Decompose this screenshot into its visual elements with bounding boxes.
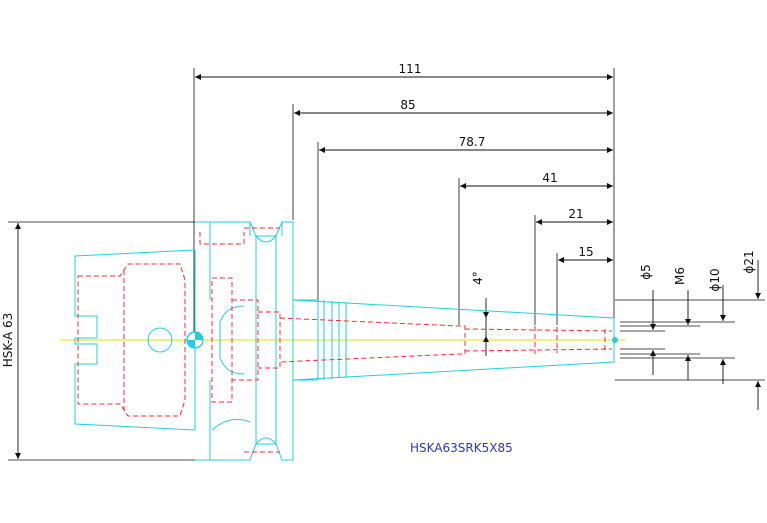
dim-label-78-7: 78.7 <box>459 135 486 149</box>
hidden-collet-bore <box>279 317 466 363</box>
dimension-labels: 111 85 78.7 41 21 15 4° HSK-A 63 ϕ5 M6 ϕ… <box>1 62 756 367</box>
dim-label-hsk: HSK-A 63 <box>1 313 15 368</box>
balance-hole <box>147 327 173 353</box>
tool-holder-outline <box>74 221 615 461</box>
dim-label-41: 41 <box>542 171 557 185</box>
flange-outline <box>195 221 294 461</box>
dim-label-m6: M6 <box>673 267 687 285</box>
center-mark-right <box>612 337 618 343</box>
dim-label-85: 85 <box>400 98 415 112</box>
dim-label-dia21: ϕ21 <box>742 250 756 273</box>
hidden-lines <box>77 227 613 453</box>
center-markers <box>186 331 618 349</box>
dimension-lines <box>15 74 761 459</box>
dim-label-111: 111 <box>399 62 422 76</box>
dim-label-15: 15 <box>578 245 593 259</box>
extension-lines <box>8 68 765 461</box>
dim-label-angle: 4° <box>471 271 485 285</box>
hidden-shank-cavity <box>77 263 186 417</box>
hsk-shank-outline <box>74 249 196 431</box>
dim-label-dia10: ϕ10 <box>708 268 722 291</box>
part-number-label: HSKA63SRK5X85 <box>410 441 513 455</box>
dim-label-dia5: ϕ5 <box>639 264 653 280</box>
dim-label-21: 21 <box>568 207 583 221</box>
